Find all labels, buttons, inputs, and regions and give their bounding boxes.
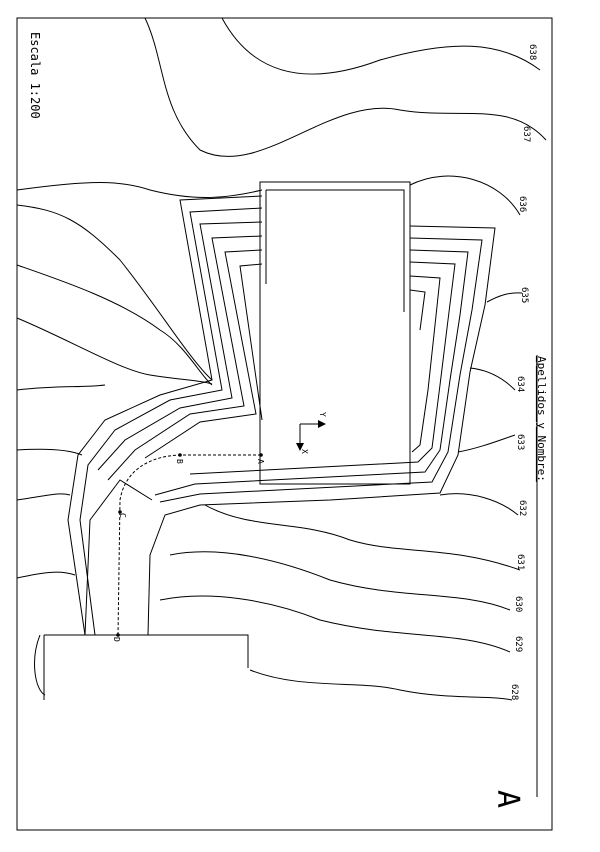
- scale-label: Escala 1:200: [28, 32, 42, 119]
- terrace-line: [97, 221, 263, 471]
- terrace-line: [409, 289, 426, 331]
- contour-label-628: 628: [509, 684, 519, 700]
- sheet-border: [16, 17, 553, 831]
- terrace-line: [159, 237, 483, 503]
- contour-label-633: 633: [515, 434, 525, 450]
- point-label-c: C: [118, 513, 127, 518]
- contour-line-628: [34, 634, 513, 701]
- contour-line-630: [16, 493, 511, 611]
- contour-labels: 638 637 636 635 634 633 632 631 630 629 …: [509, 44, 537, 700]
- axis-x-label: X: [300, 449, 309, 454]
- route-point-labels: A B C D: [112, 459, 265, 642]
- terrace-line: [144, 249, 263, 459]
- point-label-b: B: [175, 459, 184, 464]
- contour-line-635: [16, 204, 523, 381]
- terrace-line: [409, 275, 441, 453]
- name-label: Apellidos y Nombre:: [535, 356, 548, 482]
- contour-lines: [16, 17, 547, 701]
- point-label-a: A: [256, 459, 265, 464]
- point-marker-c: [118, 510, 122, 514]
- building-outer: [259, 181, 411, 485]
- contour-label-637: 637: [521, 126, 531, 142]
- sheet-letter: A: [490, 790, 525, 808]
- contour-line-629: [16, 571, 511, 653]
- base-block: [43, 634, 249, 700]
- contour-line-632: [16, 384, 519, 516]
- contour-line-631: [16, 448, 521, 571]
- point-label-d: D: [112, 637, 121, 642]
- terrace-line: [239, 263, 263, 421]
- point-marker-a: [259, 453, 263, 457]
- contour-line-638: [221, 17, 541, 75]
- terrace-outlines: [67, 195, 496, 636]
- contour-line-637: [144, 17, 547, 157]
- axis-y-label: Y: [318, 412, 327, 417]
- terrace-line: [154, 249, 469, 496]
- contour-label-632: 632: [517, 500, 527, 516]
- point-marker-b: [178, 453, 182, 457]
- contour-label-634: 634: [515, 376, 525, 392]
- contour-line-633: [16, 317, 516, 453]
- contour-line-634: [16, 264, 516, 391]
- terrace-line: [79, 207, 263, 636]
- contour-line-636: [16, 175, 521, 216]
- point-marker-d: [116, 633, 120, 637]
- contour-label-630: 630: [513, 596, 523, 612]
- axis-labels: Y X: [300, 412, 327, 454]
- contour-label-631: 631: [515, 554, 525, 570]
- road-edge: [84, 479, 153, 636]
- contour-label-635: 635: [519, 287, 529, 303]
- terrace-line: [147, 225, 496, 636]
- terrace-line: [189, 261, 456, 475]
- contour-label-638: 638: [527, 44, 537, 60]
- contour-label-636: 636: [517, 196, 527, 212]
- axis-y-arrowhead: [318, 420, 326, 428]
- route-dashed: [117, 454, 261, 636]
- terrace-line: [107, 235, 263, 481]
- axis-x-arrowhead: [296, 443, 304, 451]
- contour-label-629: 629: [513, 636, 523, 652]
- building-inner: [265, 189, 405, 312]
- terrace-line: [67, 195, 263, 636]
